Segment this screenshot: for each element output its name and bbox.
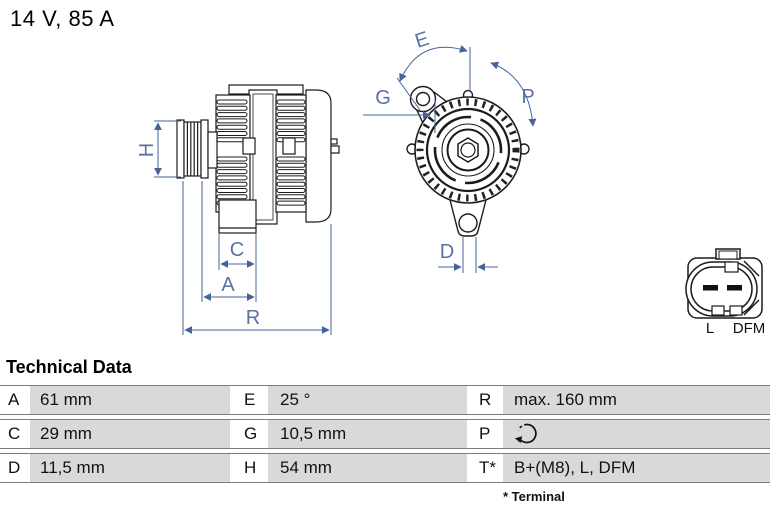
- cell-value: 61 mm: [30, 386, 230, 414]
- dim-label-h: H: [136, 143, 158, 157]
- cell-label: P: [467, 420, 503, 448]
- mounting-foot: [218, 199, 257, 234]
- pulley: [176, 119, 218, 179]
- side-view-dimensions: [154, 120, 332, 335]
- cell-value: 54 mm: [268, 454, 467, 482]
- cell-value: 11,5 mm: [30, 454, 230, 482]
- table-row: D 11,5 mm H 54 mm T* B+(M8), L, DFM: [0, 453, 770, 483]
- cell-value: 25 °: [268, 386, 467, 414]
- pin-label-dfm: DFM: [733, 320, 766, 337]
- side-view-dimension-labels: H C A R: [136, 143, 260, 329]
- cell-value: max. 160 mm: [503, 386, 770, 414]
- pin-dfm: [727, 285, 742, 291]
- rotation-arrow: [490, 61, 537, 127]
- front-view-dimension-labels: E G P D: [375, 28, 534, 263]
- cell-label: H: [230, 454, 268, 482]
- cell-label: R: [467, 386, 503, 414]
- terminal-footnote: * Terminal: [503, 489, 565, 504]
- product-rating: 14 V, 85 A: [10, 6, 115, 31]
- cell-label: C: [0, 420, 30, 448]
- rotation-direction-icon: [514, 423, 537, 444]
- side-view-drawing: [176, 84, 340, 234]
- dim-label-p: P: [521, 86, 534, 108]
- dim-label-a: A: [221, 274, 235, 296]
- cell-label: A: [0, 386, 30, 414]
- technical-drawing: H C A R: [136, 28, 765, 337]
- cell-value: 10,5 mm: [268, 420, 467, 448]
- pin-label-l: L: [706, 320, 714, 337]
- cell-value: B+(M8), L, DFM: [503, 454, 770, 482]
- dim-label-r: R: [246, 307, 260, 329]
- technical-data-table: A 61 mm E 25 ° R max. 160 mm C 29 mm G 1…: [0, 385, 770, 487]
- section-title: Technical Data: [6, 357, 132, 377]
- dim-label-e: E: [412, 28, 431, 53]
- cell-value: 29 mm: [30, 420, 230, 448]
- table-row: C 29 mm G 10,5 mm P: [0, 419, 770, 449]
- cell-value: [503, 420, 770, 448]
- dim-label-g: G: [375, 87, 391, 109]
- cell-label: D: [0, 454, 30, 482]
- connector-pin-labels: L DFM: [706, 320, 765, 337]
- cell-label: G: [230, 420, 268, 448]
- shaft-nut: [457, 137, 479, 163]
- cell-label: T*: [467, 454, 503, 482]
- front-view-drawing: [406, 85, 530, 237]
- table-row: A 61 mm E 25 ° R max. 160 mm: [0, 385, 770, 415]
- pin-l: [703, 285, 718, 291]
- cell-label: E: [230, 386, 268, 414]
- connector-drawing: [685, 248, 763, 319]
- dim-label-d: D: [440, 241, 454, 263]
- front-view-dimensions: [363, 45, 537, 273]
- terminal-stud: [330, 138, 340, 154]
- cooling-fins: [216, 99, 306, 206]
- dim-label-c: C: [230, 239, 244, 261]
